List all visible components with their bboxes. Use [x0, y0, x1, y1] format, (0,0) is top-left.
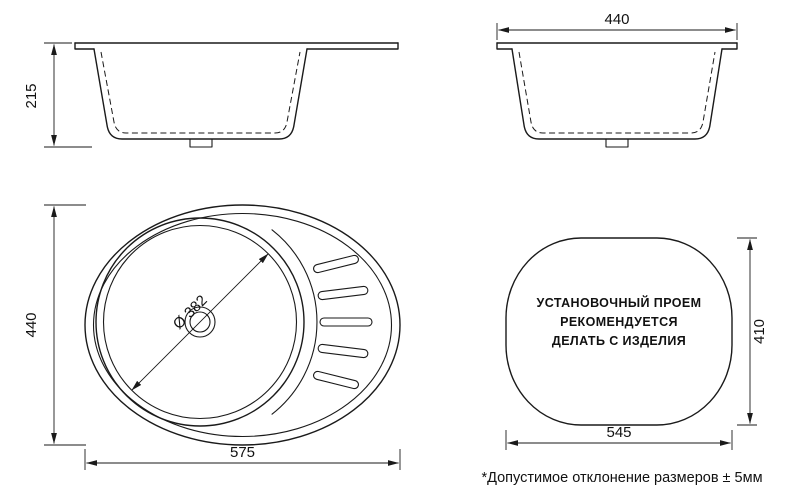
installation-cutout-view: УСТАНОВОЧНЫЙ ПРОЕМ РЕКОМЕНДУЕТСЯ ДЕЛАТЬ …	[505, 237, 768, 450]
rim-left-cap	[496, 42, 513, 50]
drain-stub	[605, 138, 629, 148]
cutout-text-line1: УСТАНОВОЧНЫЙ ПРОЕМ	[537, 295, 702, 310]
rim-right-cap	[306, 42, 399, 50]
dim-label-440-top: 440	[604, 11, 629, 28]
drainboard-rib	[313, 370, 359, 390]
dim-label-575: 575	[230, 444, 255, 461]
bowl-outer-circle	[95, 217, 305, 427]
rim-right-cap	[721, 42, 738, 50]
bowl-outer-wall	[93, 48, 308, 140]
bowl-inner-circle	[102, 224, 298, 420]
drainboard-rib	[319, 317, 373, 327]
cutout-text-line2: РЕКОМЕНДУЕТСЯ	[560, 315, 678, 329]
tolerance-note: *Допустимое отклонение размеров ± 5мм	[481, 470, 762, 486]
drainboard-rib	[317, 285, 369, 301]
bowl-inner-wall-hidden	[518, 51, 716, 134]
dim-label-diameter-382: Ø 382	[170, 292, 211, 333]
dim-label-440-left: 440	[23, 312, 40, 337]
cutout-shape	[505, 237, 733, 426]
dimension-line-bowl-diameter	[131, 253, 269, 391]
drainboard-rib	[313, 254, 359, 274]
drainboard-rib	[317, 343, 369, 359]
dim-label-545: 545	[606, 424, 631, 441]
dim-label-215: 215	[23, 83, 40, 108]
top-view: Ø 382 440 575	[23, 204, 401, 470]
sink-inner-rim	[92, 212, 393, 438]
bowl-outer-wall	[511, 48, 723, 140]
dim-label-410: 410	[751, 319, 768, 344]
rim-left-cap	[74, 42, 95, 50]
drain-stub	[189, 138, 213, 148]
sink-outer-rim	[84, 204, 401, 446]
front-section-view: 215	[23, 42, 399, 148]
side-section-view: 440	[496, 11, 738, 148]
bowl-inner-wall-hidden	[100, 51, 301, 134]
drainboard-groove-arc	[271, 229, 318, 415]
cutout-text-line3: ДЕЛАТЬ С ИЗДЕЛИЯ	[552, 334, 686, 348]
drainboard-ribs	[313, 254, 373, 390]
